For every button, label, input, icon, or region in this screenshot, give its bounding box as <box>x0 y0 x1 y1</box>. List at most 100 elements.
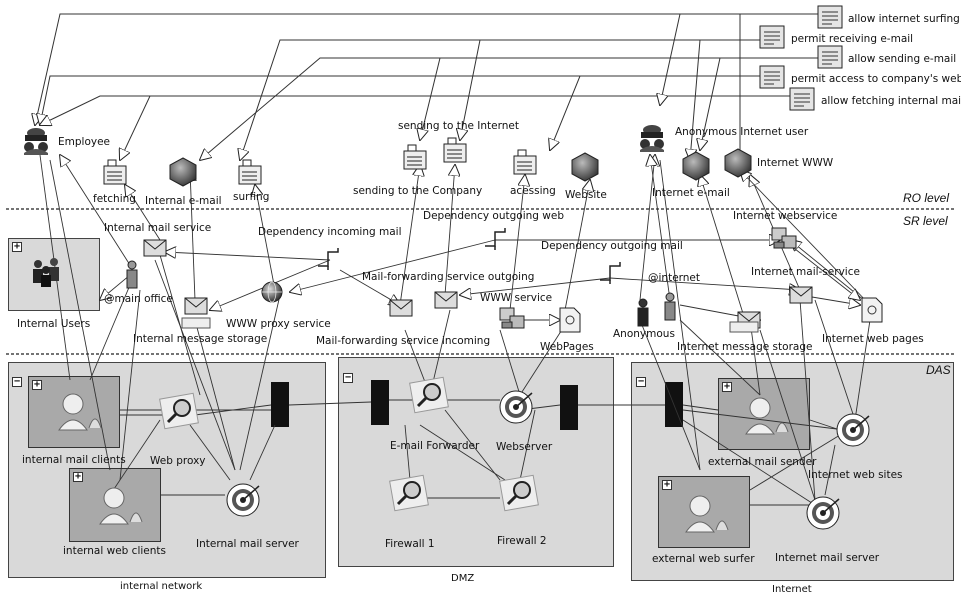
goal-acessing-icon <box>513 149 537 175</box>
policy-label: permit access to company's web <box>791 73 961 85</box>
internal-mail-clients-person-icon <box>58 393 102 431</box>
internet-webservice-label: Internet webservice <box>733 210 838 222</box>
www-service-server-icon <box>499 307 525 329</box>
expand-internal-web-clients-button[interactable]: + <box>73 471 83 482</box>
collapse-internet-button[interactable]: − <box>636 376 646 387</box>
actor-anonymous-user-icon <box>640 125 664 152</box>
expand-external-web-surfer-button[interactable]: + <box>662 479 672 490</box>
dmz-label: DMZ <box>451 573 475 584</box>
collapse-dmz-button[interactable]: − <box>343 372 353 383</box>
role-anonymous-icon <box>637 298 649 327</box>
email-forwarder-label: E-mail Forwarder <box>390 440 480 452</box>
dep-outgoing-web-label: Dependency outgoing web <box>423 210 565 222</box>
external-mail-sender-label: external mail sender <box>708 456 817 468</box>
relation-lines <box>39 155 871 501</box>
internal-mail-service-label: Internal mail service <box>104 222 212 234</box>
anonymous-user-label: Anonymous Internet user <box>675 126 809 138</box>
internet-web-sites-label: Internet web sites <box>808 469 903 481</box>
firewall2-magnifier-icon <box>499 474 539 512</box>
internet-www-label: Internet WWW <box>757 157 834 169</box>
expand-internal-users-button[interactable]: + <box>12 241 22 252</box>
acessing-label: acessing <box>510 185 556 197</box>
goal-sending-to-internet-icon <box>443 137 467 163</box>
internal-mail-server-label: Internal mail server <box>196 538 299 550</box>
role-main-office-icon <box>126 260 138 289</box>
internal-users-label: Internal Users <box>17 318 91 330</box>
www-service-label: WWW service <box>480 292 553 304</box>
dep-incoming-mail-label: Dependency incoming mail <box>258 226 402 238</box>
firewall-bar-internal <box>271 382 289 427</box>
firewall1-magnifier-icon <box>389 474 429 512</box>
main-office-label: @main office <box>104 293 173 305</box>
dependency-outgoing-mail-icon <box>600 262 621 284</box>
actor-employee-icon <box>24 128 48 155</box>
internet-mail-server-label: Internet mail server <box>775 552 880 564</box>
external-mail-sender-person-icon <box>745 397 789 435</box>
dependency-outgoing-web-icon <box>485 228 506 250</box>
internal-message-storage-label: Internal message storage <box>133 333 268 345</box>
level-sr-label: SR level <box>903 214 948 228</box>
resource-internet-www-icon <box>724 148 752 178</box>
internal-web-clients-label: internal web clients <box>63 545 166 557</box>
internet-web-sites-target-icon <box>836 413 870 447</box>
webserver-label: Webserver <box>496 441 553 453</box>
external-web-surfer-box <box>658 476 750 548</box>
employee-label: Employee <box>58 136 111 148</box>
policy-label: allow sending e-mail <box>848 53 957 65</box>
internet-web-pages-label: Internet web pages <box>822 333 924 345</box>
fetching-label: fetching <box>93 193 136 205</box>
expand-external-mail-sender-button[interactable]: + <box>722 381 732 392</box>
collapse-internal-network-button[interactable]: − <box>12 376 22 387</box>
level-ro-label: RO level <box>903 191 950 205</box>
web-proxy-magnifier-icon <box>159 392 199 430</box>
internal-message-storage-icon <box>181 317 211 329</box>
firewall2-label: Firewall 2 <box>497 535 547 547</box>
surfing-label: surfing <box>233 191 270 203</box>
role-at-internet-icon <box>664 292 676 321</box>
internet-message-storage-icon <box>729 321 759 333</box>
internal-users-people-icon <box>33 258 59 287</box>
policy-label: allow fetching internal mail <box>821 95 961 107</box>
internal-mail-clients-label: internal mail clients <box>22 454 126 466</box>
internet-email-label: Internet e-mail <box>652 187 730 199</box>
policy-label: permit receiving e-mail <box>791 33 914 45</box>
website-label: Website <box>565 189 607 201</box>
resource-website-icon <box>571 152 599 182</box>
internet-group-label: Internet <box>772 584 812 595</box>
resource-internet-email-icon <box>682 151 710 181</box>
internet-webservice-server-icon <box>771 227 797 249</box>
mf-outgoing-label: Mail-forwarding service outgoing <box>362 271 535 283</box>
mf-incoming-label: Mail-forwarding service incoming <box>316 335 491 347</box>
firewall-bar-dmz-left <box>371 380 389 425</box>
external-web-surfer-person-icon <box>685 495 729 533</box>
anonymous-label: Anonymous <box>613 328 675 340</box>
www-proxy-globe-icon <box>261 281 283 303</box>
webserver-target-icon <box>499 390 533 424</box>
at-internet-label: @internet <box>648 272 701 284</box>
internet-message-storage-label: Internet message storage <box>677 341 813 353</box>
internal-network-label: internal network <box>120 581 203 592</box>
internal-email-label: Internal e-mail <box>145 195 222 207</box>
sending-to-company-label: sending to the Company <box>353 185 483 197</box>
webpages-label: WebPages <box>540 341 594 353</box>
goal-fetching-icon <box>103 159 127 185</box>
internet-web-pages-document-icon <box>861 297 883 323</box>
policy-label: allow internet surfing <box>848 13 960 25</box>
internet-mail-server-target-icon <box>806 496 840 530</box>
dependency-incoming-mail-icon <box>318 248 339 270</box>
internal-mail-server-target-icon <box>226 483 260 517</box>
internet-mail-service-label: Internet mail-service <box>751 266 860 278</box>
external-web-surfer-label: external web surfer <box>652 553 755 565</box>
resource-internal-email-icon <box>169 157 197 187</box>
email-forwarder-magnifier-icon <box>409 376 449 414</box>
expand-internal-mail-clients-button[interactable]: + <box>32 379 42 390</box>
firewall-bar-dmz-right <box>560 385 578 430</box>
firewall1-label: Firewall 1 <box>385 538 435 550</box>
dep-outgoing-mail-label: Dependency outgoing mail <box>541 240 683 252</box>
web-proxy-label: Web proxy <box>150 455 206 467</box>
goal-surfing-icon <box>238 159 262 185</box>
webpages-document-icon <box>559 307 581 333</box>
goal-sending-to-company-icon <box>403 144 427 170</box>
